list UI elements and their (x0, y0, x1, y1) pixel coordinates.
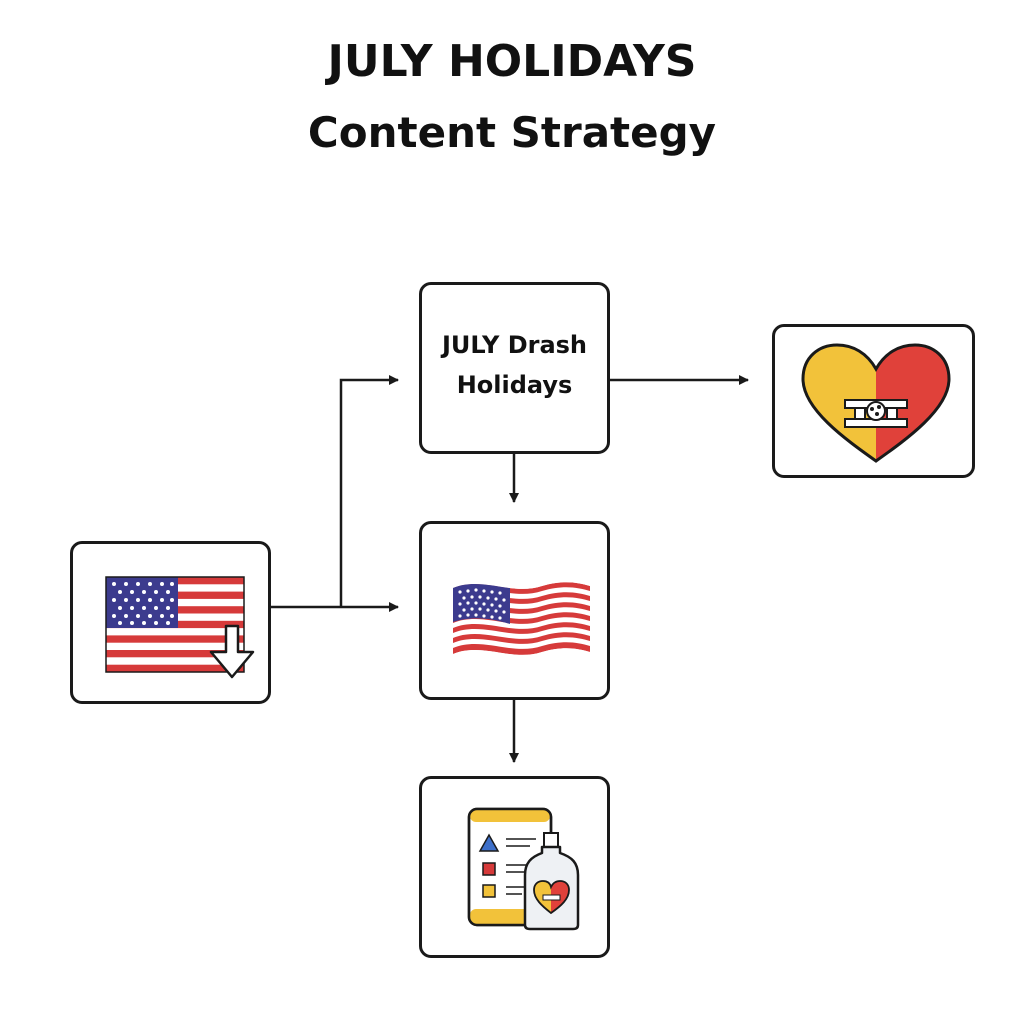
node-us-flag-waving (419, 521, 610, 700)
node-us-flag-download (70, 541, 271, 704)
node-july-holidays: JULY Drash Holidays (419, 282, 610, 454)
node-heart (772, 324, 975, 478)
connector-left-to-top (339, 375, 399, 607)
diagram-subtitle: Content Strategy (307, 108, 717, 157)
triangle-shape-icon (478, 833, 500, 852)
us-flag-download-icon (105, 576, 255, 679)
node-checklist-bottle (419, 776, 610, 958)
checklist-bottle-icon (467, 807, 580, 931)
us-flag-waving-icon (453, 582, 590, 655)
diagram-title: JULY HOLIDAYS (327, 36, 697, 87)
down-arrow-icon (209, 624, 255, 679)
heart-icon (801, 343, 951, 463)
node-label-line1: JULY Drash (441, 331, 588, 359)
node-label-line2: Holidays (456, 371, 573, 399)
